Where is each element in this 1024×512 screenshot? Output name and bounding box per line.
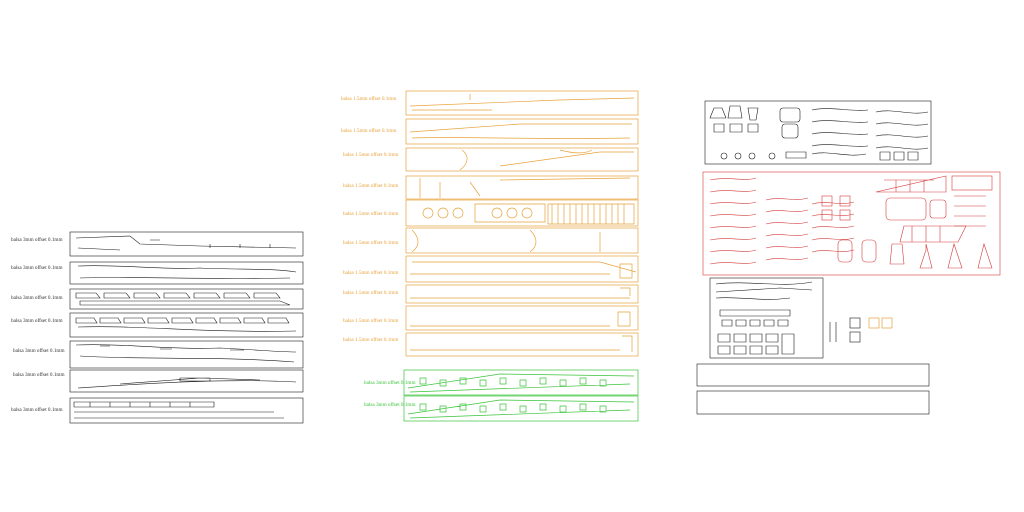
sheet-mid-9: [405, 305, 639, 331]
sheet-left-5-parts: [75, 344, 297, 363]
sheet-mid-2-parts: [409, 123, 632, 139]
sheet-label-mid-10: balsa 1.5mm offset 0.1mm: [343, 336, 398, 343]
sheet-left-7-parts: [73, 401, 284, 419]
sheet-right-red: [702, 171, 1001, 276]
sheet-green-2-parts: [407, 399, 635, 419]
sheet-green-1: [403, 369, 639, 396]
sheet-label-mid-4: balsa 1.5mm offset 0.1mm: [343, 182, 398, 189]
sheet-mid-1-parts: [409, 94, 635, 111]
loose-square-1: [849, 317, 861, 329]
sheet-left-5: [69, 340, 304, 369]
sheet-mid-7-parts: [410, 261, 637, 279]
sheet-label-left-5: balsa 3mm offset 0.1mm: [13, 347, 65, 354]
sheet-label-mid-5: balsa 1.5mm offset 0.1mm: [343, 210, 398, 217]
sheet-mid-6-parts: [411, 229, 601, 253]
sheet-mid-8: [405, 284, 639, 304]
sheet-left-4-parts: [75, 317, 297, 332]
loose-strips: [829, 322, 837, 342]
sheet-label-green-1: balsa 3mm offset 0.1mm: [364, 379, 416, 386]
sheet-mid-5: [405, 199, 639, 227]
sheet-right-small-parts: [715, 281, 813, 355]
sheet-label-mid-9: balsa 1.5mm offset 0.1mm: [343, 317, 398, 324]
sheet-right-top-parts: [709, 105, 929, 161]
sheet-label-green-2: balsa 3mm offset 0.1mm: [364, 401, 416, 408]
loose-square-orange-2: [881, 317, 893, 329]
sheet-mid-4-parts: [419, 177, 631, 198]
sheet-mid-7: [405, 255, 639, 283]
sheet-left-1-parts: [75, 235, 297, 251]
loose-square-2: [849, 331, 861, 343]
sheet-left-4: [69, 312, 304, 338]
sheet-label-mid-6: balsa 1.5mm offset 0.1mm: [343, 239, 398, 246]
sheet-label-mid-3: balsa 1.5mm offset 0.1mm: [343, 151, 398, 158]
sheet-label-left-3: balsa 3mm offset 0.1mm: [11, 294, 63, 301]
sheet-left-3: [69, 288, 304, 310]
sheet-left-3-parts: [75, 292, 291, 306]
sheet-label-mid-2: balsa 1.5mm offset 0.1mm: [341, 127, 396, 134]
sheet-mid-8-parts: [410, 287, 631, 299]
sheet-label-mid-8: balsa 1.5mm offset 0.1mm: [343, 289, 398, 296]
sheet-left-1: [69, 231, 304, 257]
sheet-label-mid-1: balsa 1.5mm offset 0.1mm: [341, 95, 396, 102]
sheet-right-red-parts: [709, 175, 993, 269]
sheet-label-left-1: balsa 3mm offset 0.1mm: [11, 236, 63, 243]
sheet-mid-4: [405, 175, 639, 200]
sheet-left-2: [69, 261, 304, 285]
sheet-green-2: [403, 395, 639, 422]
sheet-left-7: [69, 397, 304, 424]
sheet-mid-6: [405, 227, 639, 254]
sheet-mid-3-parts: [459, 149, 634, 171]
sheet-label-left-7: balsa 3mm offset 0.1mm: [11, 406, 63, 413]
sheet-mid-3: [405, 147, 639, 172]
sheet-mid-5-parts: [422, 203, 635, 225]
right-sheet-group: [696, 100, 1001, 415]
sheet-mid-10: [405, 332, 639, 357]
sheet-label-left-4: balsa 3mm offset 0.1mm: [11, 317, 63, 324]
sheet-right-small: [709, 277, 824, 359]
sheet-label-mid-7: balsa 1.5mm offset 0.1mm: [343, 269, 398, 276]
sheet-mid-9-parts: [410, 311, 631, 327]
loose-square-orange-1: [868, 317, 880, 329]
sheet-mid-2: [405, 118, 639, 145]
sheet-left-6-parts: [77, 377, 297, 389]
sheet-left-2-parts: [77, 265, 297, 279]
sheet-right-blank-2: [696, 390, 930, 415]
sheet-right-blank-1: [696, 363, 930, 387]
sheet-green-1-parts: [407, 373, 635, 393]
sheet-right-top: [704, 100, 932, 165]
left-sheet-group: balsa 3mm offset 0.1mm balsa 3mm offset …: [11, 231, 304, 424]
sheet-label-left-2: balsa 3mm offset 0.1mm: [11, 264, 63, 271]
sheet-mid-10-parts: [410, 335, 633, 352]
sheet-label-left-6: balsa 3mm offset 0.1mm: [13, 371, 65, 378]
middle-sheet-group: balsa 1.5mm offset 0.1mm balsa 1.5mm off…: [341, 90, 639, 422]
sheet-left-6: [69, 369, 304, 393]
sheet-mid-1: [405, 90, 639, 116]
